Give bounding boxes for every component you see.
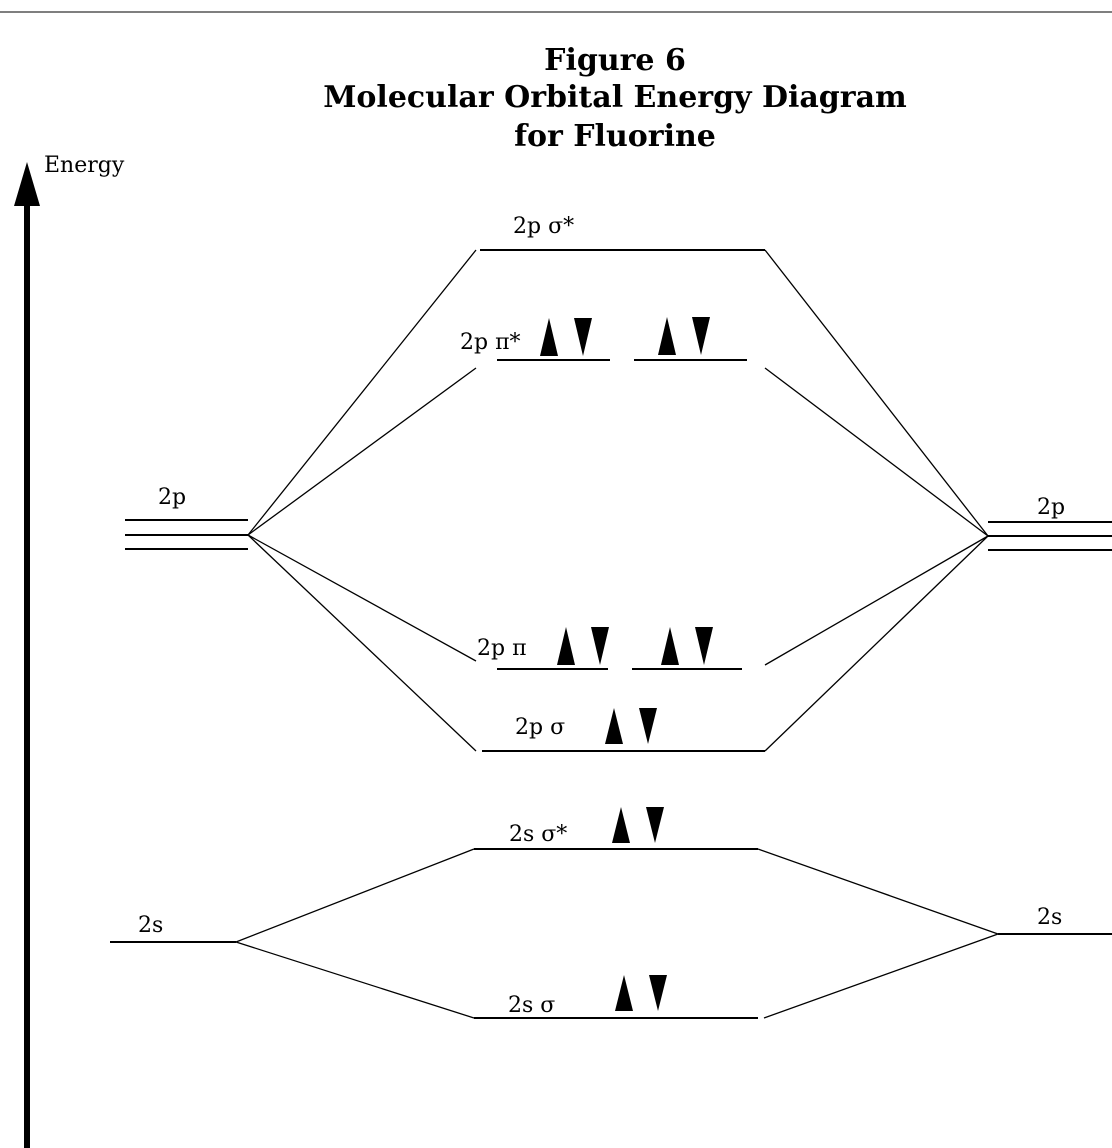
correlation-line: [247, 534, 477, 752]
spin-up-arrow: [612, 807, 630, 843]
pi-2p-label: 2p π: [477, 636, 527, 661]
correlation-line: [764, 249, 989, 537]
spin-down-arrow: [591, 627, 609, 665]
correlation-lines: [235, 249, 999, 1019]
sigma-2p-star-label: 2p σ*: [513, 214, 574, 239]
spin-up-arrow: [557, 627, 575, 665]
spin-down-arrow: [695, 627, 713, 665]
correlation-line: [247, 249, 477, 536]
sigma-2s-label: 2s σ: [508, 993, 555, 1018]
spin-up-arrow: [661, 627, 679, 665]
figure-title-line2: Molecular Orbital Energy Diagram: [323, 80, 907, 115]
spin-up-arrow: [540, 318, 558, 356]
energy-axis-label: Energy: [44, 153, 125, 178]
electron-spins: [540, 317, 713, 1011]
correlation-line: [235, 848, 475, 943]
correlation-line: [764, 535, 989, 666]
energy-axis: Energy: [14, 153, 125, 1148]
energy-axis-arrowhead: [14, 162, 40, 206]
sigma-2s-star-label: 2s σ*: [509, 822, 567, 847]
correlation-line: [764, 535, 989, 752]
figure-title-line1: Figure 6: [544, 43, 686, 78]
correlation-line: [247, 534, 477, 662]
pi-2p-star-label: 2p π*: [460, 330, 521, 355]
correlation-line: [247, 367, 477, 536]
sigma-2p-label: 2p σ: [515, 715, 565, 740]
spin-up-arrow: [605, 708, 623, 744]
left-2s-label: 2s: [138, 913, 163, 938]
right-2p-levels: [988, 521, 1112, 551]
spin-up-arrow: [658, 317, 676, 355]
spin-down-arrow: [574, 318, 592, 356]
left-2p-levels: [125, 519, 248, 550]
figure-title-line3: for Fluorine: [514, 119, 716, 154]
right-2p-label: 2p: [1037, 495, 1065, 520]
left-2p-label: 2p: [158, 485, 186, 510]
spin-down-arrow: [646, 807, 664, 843]
spin-down-arrow: [692, 317, 710, 355]
correlation-line: [763, 933, 999, 1019]
spin-down-arrow: [649, 975, 667, 1011]
correlation-line: [764, 367, 989, 537]
spin-down-arrow: [639, 708, 657, 744]
spin-up-arrow: [615, 975, 633, 1011]
correlation-line: [235, 941, 475, 1019]
right-2s-label: 2s: [1037, 905, 1062, 930]
correlation-line: [757, 848, 999, 935]
